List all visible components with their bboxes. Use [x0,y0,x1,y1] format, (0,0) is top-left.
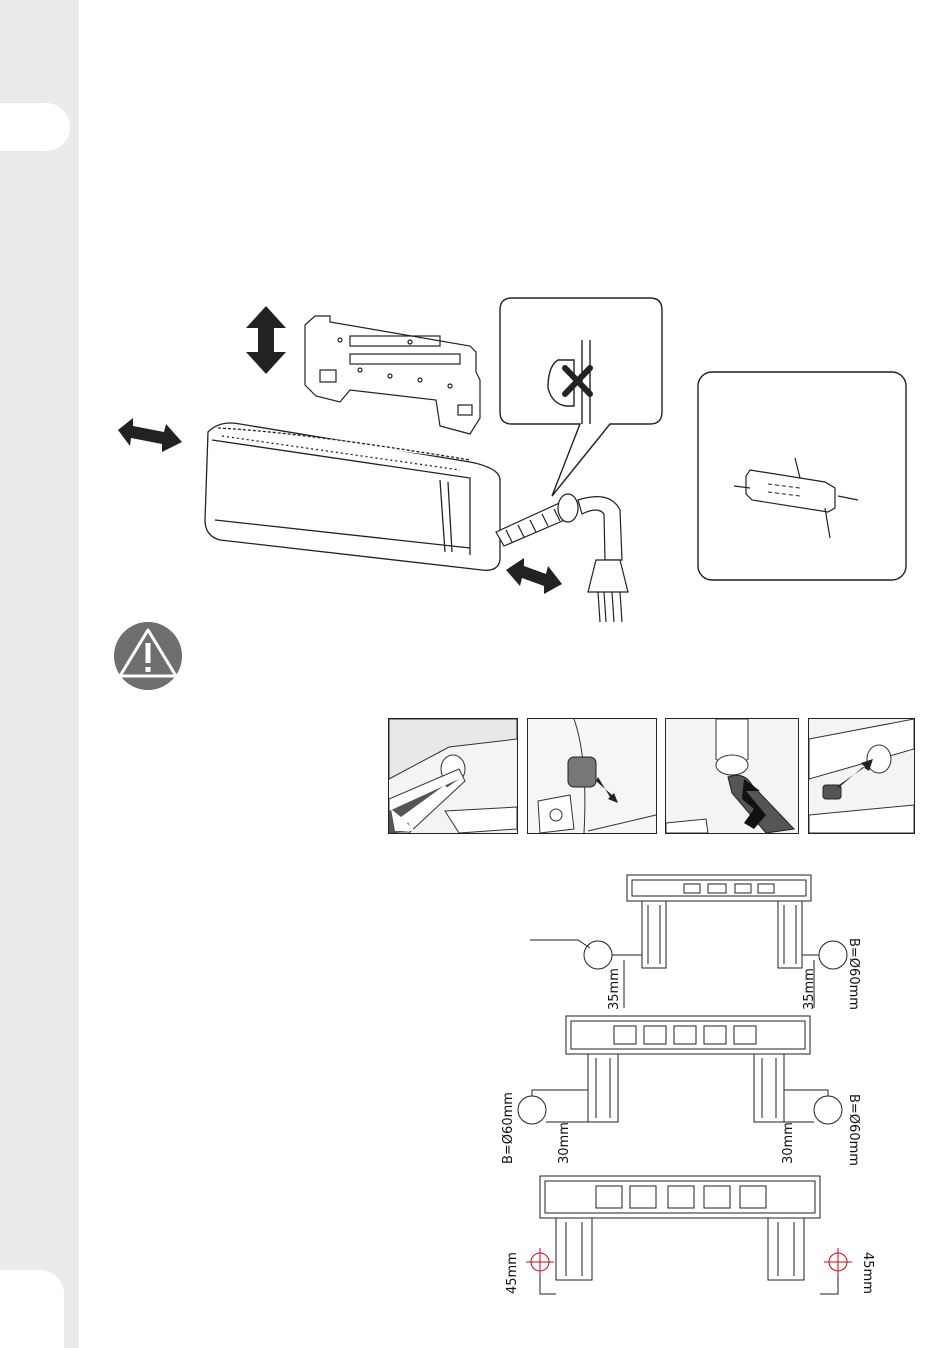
installation-overview-figure [0,0,950,700]
pipe-step-photo-4 [808,718,915,834]
mounting-plate [305,316,480,434]
double-arrow-icon [246,306,286,374]
offset-right-label: 35mm [802,968,817,1010]
pipe-step-photo-1 [388,718,518,834]
mounting-plate-diagram-3 [540,1176,838,1294]
pipe-detail-callout [698,372,906,580]
double-arrow-icon [118,418,182,452]
offset-left-label: 30mm [557,1122,572,1164]
double-arrow-icon [506,558,562,594]
offset-right-label: 45mm [860,1252,875,1294]
hole-diameter-label: B=Ø60mm [501,1092,516,1164]
mounting-plate-diagram-1 [530,875,847,1008]
offset-left-label: 45mm [505,1252,520,1294]
refrigerant-pipe [496,494,628,622]
warning-triangle-icon [114,622,182,690]
pipe-step-photo-3 [665,718,799,834]
offset-right-label: 30mm [781,1122,796,1164]
indoor-unit [205,423,500,570]
piping-callout [500,298,662,496]
hole-diameter-label: B=Ø60mm [846,938,861,1010]
pipe-step-photo-2 [527,718,657,834]
page-number-tab [0,1270,64,1348]
mounting-plate-diagram-2 [518,1016,842,1124]
hole-diameter-label: B=Ø60mm [846,1094,861,1166]
offset-left-label: 35mm [607,968,622,1010]
hole-marker-icon [526,1248,852,1276]
